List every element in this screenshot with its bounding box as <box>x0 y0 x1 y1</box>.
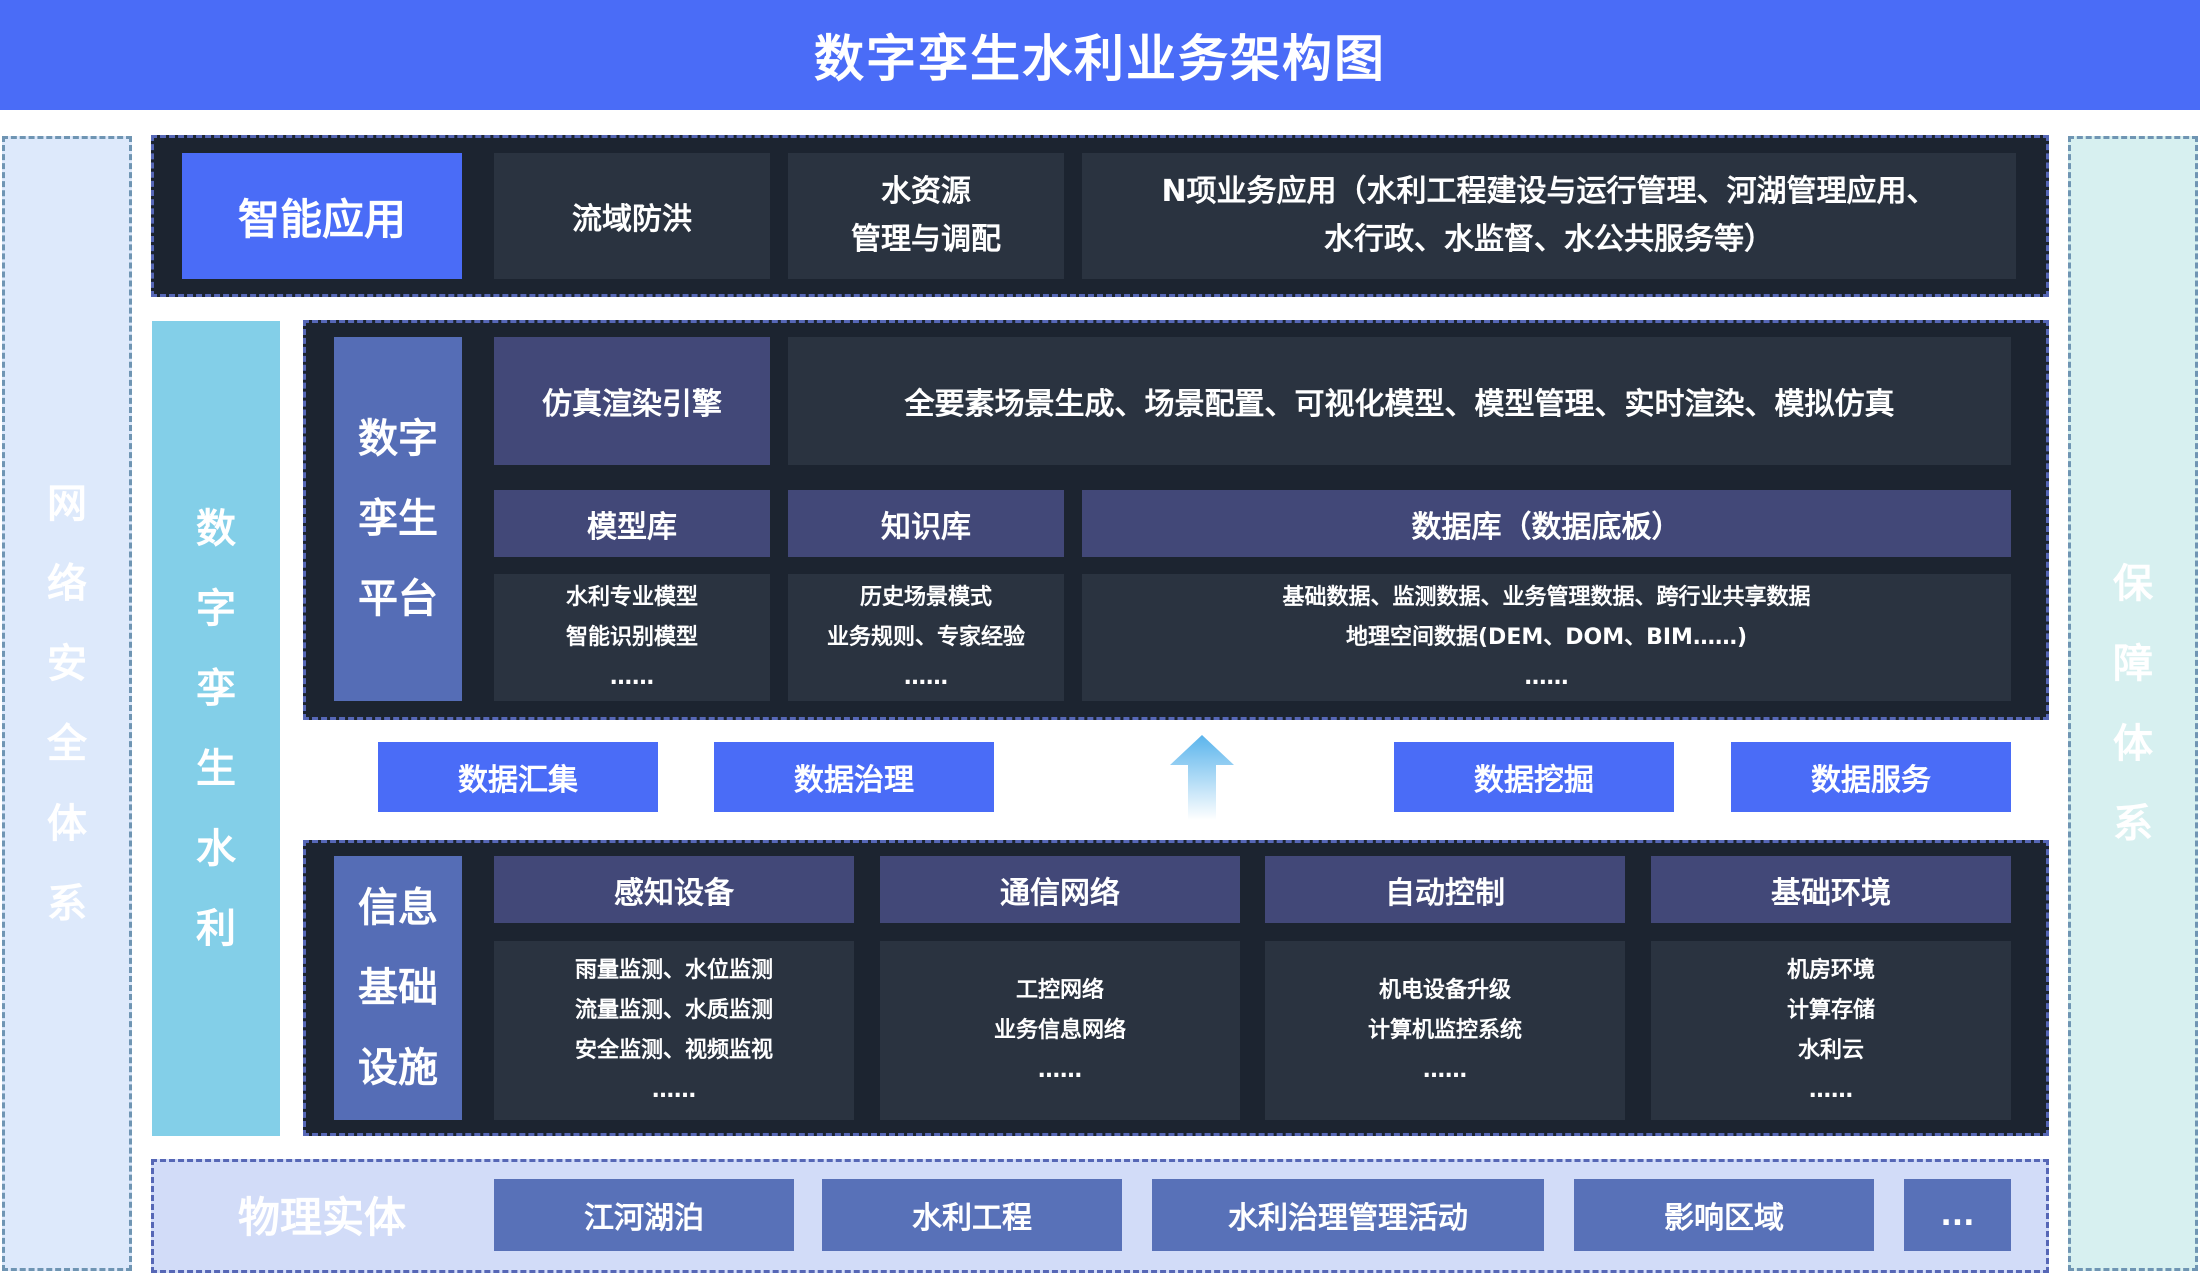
side-char: 络 <box>47 560 87 607</box>
side-char: 全 <box>47 720 87 767</box>
label-line: 基础 <box>358 965 438 1011</box>
sensing-devices-content: 雨量监测、水位监测 流量监测、水质监测 安全监测、视频监视 …… <box>494 941 854 1120</box>
knowledge-library-header: 知识库 <box>788 490 1064 557</box>
render-engine-box: 仿真渲染引擎 <box>494 337 770 465</box>
text-line: 业务规则、专家经验 <box>826 624 1025 650</box>
text-line: 水资源 <box>881 174 971 209</box>
twin-char: 孪 <box>196 665 236 712</box>
text-line: 历史场景模式 <box>859 584 992 610</box>
side-char: 系 <box>2113 800 2153 847</box>
twin-char: 生 <box>196 745 236 792</box>
label-line: 设施 <box>358 1045 438 1091</box>
label-line: 信息 <box>358 885 438 931</box>
data-service-box: 数据服务 <box>1731 742 2011 812</box>
twin-char: 水 <box>196 825 236 872</box>
text-line: N项业务应用（水利工程建设与运行管理、河湖管理应用、 <box>1161 174 1937 209</box>
guarantee-system: 保 障 体 系 <box>2068 136 2198 1271</box>
physical-entities-label: 物理实体 <box>237 1192 406 1242</box>
model-library-header: 模型库 <box>494 490 770 557</box>
page-title: 数字孪生水利业务架构图 <box>0 0 2200 110</box>
base-environment-content: 机房环境 计算存储 水利云 …… <box>1651 941 2011 1120</box>
digital-twin-water-label: 数 字 孪 生 水 利 <box>152 321 280 1136</box>
model-library-content: 水利专业模型 智能识别模型 …… <box>494 574 770 701</box>
text-line: 智能识别模型 <box>565 624 698 650</box>
text-line: 机电设备升级 <box>1378 977 1511 1003</box>
text-line: 计算存储 <box>1786 997 1875 1023</box>
automatic-control-content: 机电设备升级 计算机监控系统 …… <box>1265 941 1625 1120</box>
physical-item-governance-activities: 水利治理管理活动 <box>1152 1179 1544 1251</box>
data-mining-box: 数据挖掘 <box>1394 742 1674 812</box>
data-governance-box: 数据治理 <box>714 742 994 812</box>
twin-platform-label: 数字 孪生 平台 <box>334 337 462 701</box>
text-line: …… <box>1524 664 1569 690</box>
text-line: 水行政、水监督、水公共服务等） <box>1324 222 1774 257</box>
text-line: 流量监测、水质监测 <box>574 997 773 1023</box>
data-library-content: 基础数据、监测数据、业务管理数据、跨行业共享数据 地理空间数据(DEM、DOM、… <box>1082 574 2011 701</box>
text-line: 管理与调配 <box>851 222 1001 257</box>
text-line: 水利云 <box>1797 1037 1864 1063</box>
render-engine-desc: 全要素场景生成、场景配置、可视化模型、模型管理、实时渲染、模拟仿真 <box>788 337 2011 465</box>
label-line: 平台 <box>358 576 438 622</box>
text-line: …… <box>610 664 654 690</box>
text-line: 计算机监控系统 <box>1367 1017 1522 1043</box>
communication-network-header: 通信网络 <box>880 856 1240 923</box>
data-collection-box: 数据汇集 <box>378 742 658 812</box>
physical-item-more: ... <box>1904 1179 2011 1251</box>
text-line: 安全监测、视频监视 <box>574 1037 773 1063</box>
knowledge-library-content: 历史场景模式 业务规则、专家经验 …… <box>788 574 1064 701</box>
text-line: 雨量监测、水位监测 <box>574 957 773 983</box>
label-line: 孪生 <box>358 496 438 542</box>
side-char: 保 <box>2113 560 2153 607</box>
side-char: 系 <box>47 880 87 927</box>
communication-network-content: 工控网络 业务信息网络 …… <box>880 941 1240 1120</box>
physical-item-water-projects: 水利工程 <box>822 1179 1122 1251</box>
side-char: 体 <box>2113 720 2153 767</box>
network-security-system: 网 络 安 全 体 系 <box>2 136 132 1271</box>
text-line: …… <box>904 664 948 690</box>
physical-item-rivers-lakes: 江河湖泊 <box>494 1179 794 1251</box>
n-business-apps-box: N项业务应用（水利工程建设与运行管理、河湖管理应用、 水行政、水监督、水公共服务… <box>1082 153 2016 279</box>
data-library-header: 数据库（数据底板） <box>1082 490 2011 557</box>
base-environment-header: 基础环境 <box>1651 856 2011 923</box>
sensing-devices-header: 感知设备 <box>494 856 854 923</box>
text-line: 业务信息网络 <box>993 1017 1126 1043</box>
smart-app-label: 智能应用 <box>182 153 462 279</box>
text-line: …… <box>1423 1057 1467 1083</box>
text-line: …… <box>1809 1077 1853 1103</box>
text-line: …… <box>1038 1057 1082 1083</box>
side-char: 安 <box>47 640 87 687</box>
physical-item-affected-areas: 影响区域 <box>1574 1179 1874 1251</box>
text-line: …… <box>652 1077 696 1103</box>
info-infrastructure-label: 信息 基础 设施 <box>334 856 462 1120</box>
twin-char: 利 <box>196 905 236 952</box>
side-char: 体 <box>47 800 87 847</box>
twin-char: 数 <box>196 505 236 552</box>
text-line: 水利专业模型 <box>565 584 698 610</box>
up-arrow-icon <box>1170 735 1234 820</box>
text-line: 机房环境 <box>1786 957 1875 983</box>
text-line: 工控网络 <box>1015 977 1104 1003</box>
flood-control-box: 流域防洪 <box>494 153 770 279</box>
twin-char: 字 <box>196 585 236 632</box>
text-line: 地理空间数据(DEM、DOM、BIM……) <box>1346 624 1747 650</box>
side-char: 障 <box>2113 640 2153 687</box>
side-char: 网 <box>47 480 87 527</box>
label-line: 数字 <box>358 416 438 462</box>
text-line: 基础数据、监测数据、业务管理数据、跨行业共享数据 <box>1282 584 1811 610</box>
water-resources-box: 水资源 管理与调配 <box>788 153 1064 279</box>
automatic-control-header: 自动控制 <box>1265 856 1625 923</box>
